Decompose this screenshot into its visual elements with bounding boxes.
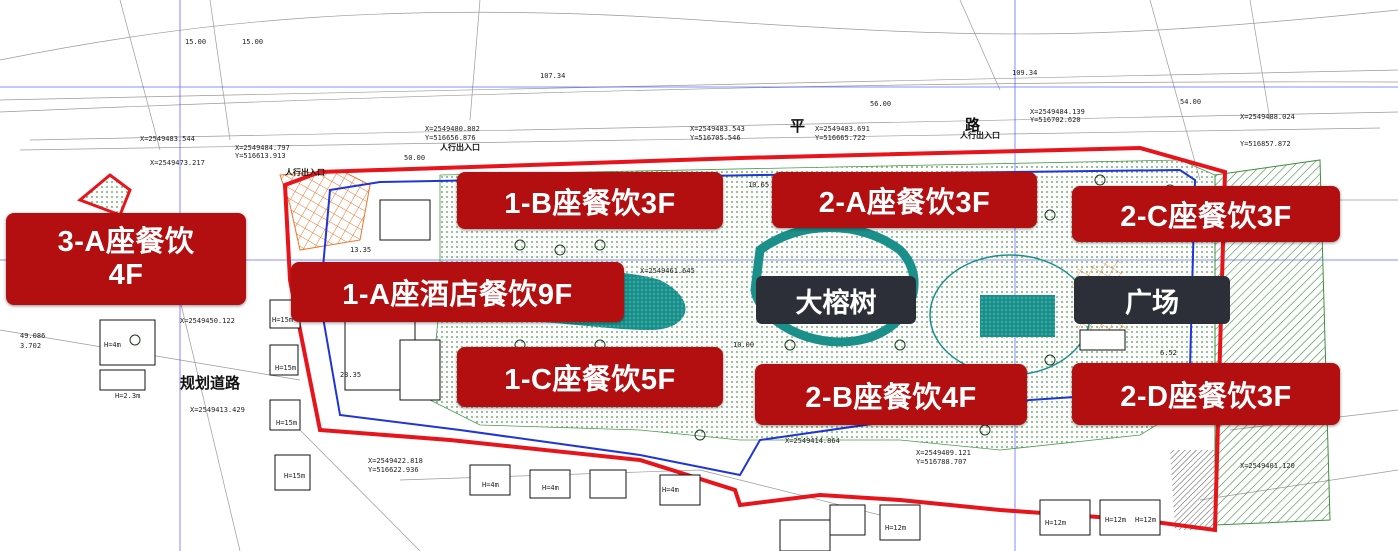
- coord-text: X=2549401.120: [1240, 462, 1295, 470]
- label-big-banyan-tree: 大榕树: [756, 276, 916, 324]
- label-1b-dining-3f: 1-B座餐饮3F: [457, 172, 723, 229]
- site-boundary: [282, 145, 1228, 533]
- dim-text: 10.00: [733, 341, 754, 349]
- cad-annotations: 15.00 15.00 107.34 109.34 56.00 54.00 50…: [20, 38, 1295, 532]
- height-text: H=4m: [662, 486, 679, 494]
- label-plaza: 广场: [1074, 276, 1230, 324]
- coord-text: X=2549480.802: [425, 125, 480, 133]
- coord-text: X=2549483.691: [815, 125, 870, 133]
- road-name-char: 平: [790, 117, 805, 135]
- dim-text: 56.00: [870, 100, 891, 108]
- height-text: H=15m: [272, 316, 293, 324]
- height-text: H=12m: [885, 524, 906, 532]
- 3a-site-outline: [77, 173, 132, 217]
- label-1c-dining-5f: 1-C座餐饮5F: [457, 347, 723, 407]
- dim-text: 107.34: [540, 72, 565, 80]
- entrance-label: 人行出入口: [285, 167, 325, 177]
- label-2d-dining-3f: 2-D座餐饮3F: [1072, 363, 1340, 425]
- label-2b-dining-4f: 2-B座餐饮4F: [755, 364, 1027, 425]
- coord-text: Y=516665.722: [815, 134, 866, 142]
- dim-text: 15.00: [242, 38, 263, 46]
- coord-text: Y=516613.913: [235, 152, 286, 160]
- height-text: H=4m: [104, 341, 121, 349]
- height-text: H=15m: [275, 364, 296, 372]
- coord-text: X=2549483.544: [140, 135, 195, 143]
- height-text: H=12m: [1105, 516, 1126, 524]
- coord-text: X=2549483.543: [690, 125, 745, 133]
- dim-text: 13.35: [350, 246, 371, 254]
- height-text: H=12m: [1135, 516, 1156, 524]
- dim-text: 6.52: [1160, 349, 1177, 357]
- grey-hatched-zone: [1170, 450, 1215, 530]
- coord-text: X=2549461.645: [640, 267, 695, 275]
- dim-text: 15.00: [185, 38, 206, 46]
- height-text: H=15m: [284, 472, 305, 480]
- coord-text: X=2549414.864: [785, 437, 840, 445]
- label-3a-dining-4f: 3-A座餐饮 4F: [6, 213, 246, 305]
- dim-text: 49.086: [20, 332, 45, 340]
- label-1a-hotel-dining-9f: 1-A座酒店餐饮9F: [291, 262, 624, 322]
- building-footprints: [99, 199, 1161, 551]
- coord-text: X=2549409.121: [916, 449, 971, 457]
- height-text: H=2.3m: [115, 392, 140, 400]
- dim-text: 23.35: [340, 371, 361, 379]
- coord-text: X=2549484.139: [1030, 108, 1085, 116]
- coord-text: Y=516656.876: [425, 134, 476, 142]
- dim-text: 50.00: [404, 154, 425, 162]
- coord-text: Y=516622.936: [368, 466, 419, 474]
- coord-text: X=2549413.429: [190, 406, 245, 414]
- dim-text: 54.00: [1180, 98, 1201, 106]
- coord-text: Y=516705.546: [690, 134, 741, 142]
- plaza-pool: [980, 295, 1055, 337]
- coord-text: X=2549473.217: [150, 159, 205, 167]
- coord-text: X=2549488.024: [1240, 113, 1295, 121]
- dim-text: 10.65: [748, 181, 769, 189]
- entrance-label: 人行出入口: [960, 130, 1000, 140]
- coord-text: Y=516857.872: [1240, 140, 1291, 148]
- planned-road-label: 规划道路: [180, 374, 241, 392]
- coord-text: X=2549484.797: [235, 144, 290, 152]
- dim-text: 109.34: [1012, 69, 1037, 77]
- coord-text: Y=516702.620: [1030, 116, 1081, 124]
- height-text: H=4m: [542, 484, 559, 492]
- coord-text: Y=516788.707: [916, 458, 967, 466]
- height-text: H=4m: [482, 481, 499, 489]
- road-name-char: 路: [965, 116, 981, 134]
- coord-text: X=2549422.818: [368, 457, 423, 465]
- height-text: H=12m: [1045, 519, 1066, 527]
- entrance-label: 人行出入口: [440, 142, 480, 152]
- coord-text: X=2549450.122: [180, 317, 235, 325]
- label-2a-dining-3f: 2-A座餐饮3F: [772, 172, 1037, 228]
- dim-text: 3.702: [20, 342, 41, 350]
- label-2c-dining-3f: 2-C座餐饮3F: [1072, 186, 1340, 242]
- height-text: H=15m: [276, 419, 297, 427]
